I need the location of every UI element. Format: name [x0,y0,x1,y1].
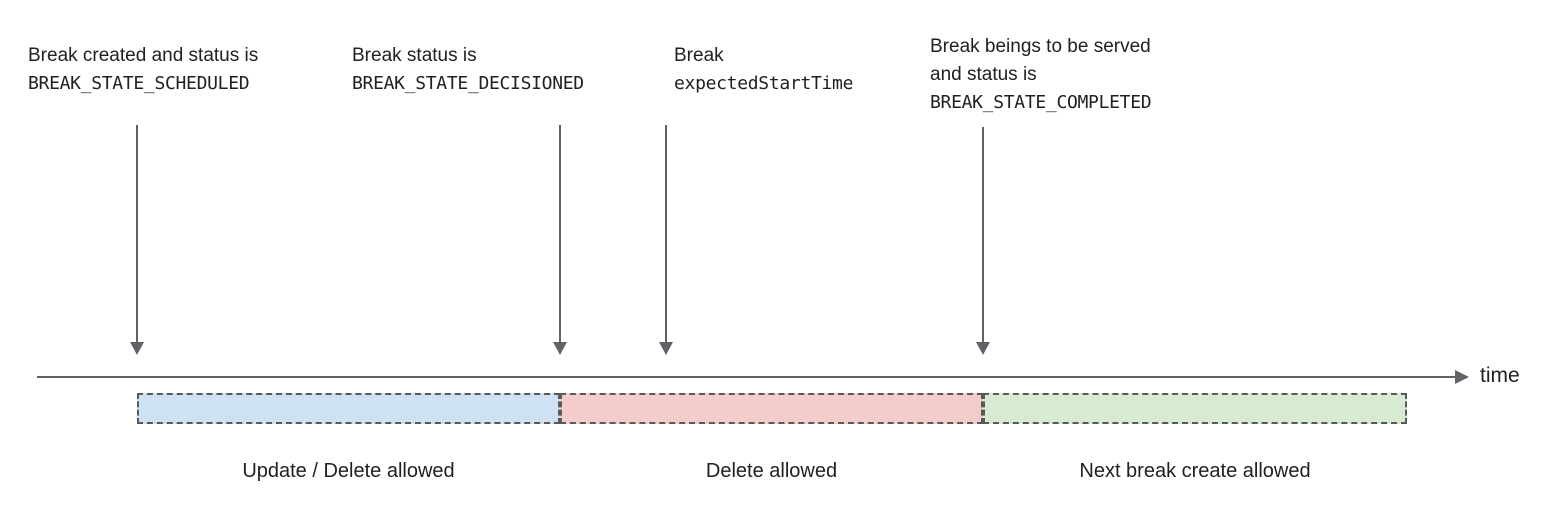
annotation-text: and status is [930,64,1037,85]
segment-update-delete-allowed [137,393,560,424]
segment-label-update-delete: Update / Delete allowed [242,460,455,482]
annotation-break-scheduled: Break created and status is BREAK_STATE_… [28,42,258,98]
arrow-head [130,342,144,355]
time-axis-label: time [1480,364,1520,387]
arrow-line [665,125,667,344]
annotation-break-decisioned: Break status is BREAK_STATE_DECISIONED [352,42,584,98]
annotation-code: BREAK_STATE_COMPLETED [930,92,1152,113]
right-arrow-icon [1455,370,1469,384]
annotation-expected-start-time: Break expectedStartTime [674,42,853,98]
arrow-line [136,125,138,344]
annotation-text: Break [674,45,724,66]
time-axis-line [37,376,1457,378]
segment-next-break-create-allowed [983,393,1407,424]
segment-label-next-break: Next break create allowed [1079,460,1311,482]
arrow-line [982,127,984,344]
arrow-head [659,342,673,355]
arrow-head [976,342,990,355]
segment-delete-allowed [560,393,983,424]
annotation-text: Break created and status is [28,45,259,66]
annotation-code: expectedStartTime [674,73,854,94]
annotation-text: Break status is [352,45,477,66]
annotation-text: Break beings to be served [930,36,1151,57]
annotation-code: BREAK_STATE_SCHEDULED [28,73,250,94]
arrow-line [559,125,561,344]
segment-label-delete: Delete allowed [705,460,838,482]
annotation-code: BREAK_STATE_DECISIONED [352,73,584,94]
arrow-head [553,342,567,355]
annotation-break-completed: Break beings to be served and status is … [930,33,1152,117]
